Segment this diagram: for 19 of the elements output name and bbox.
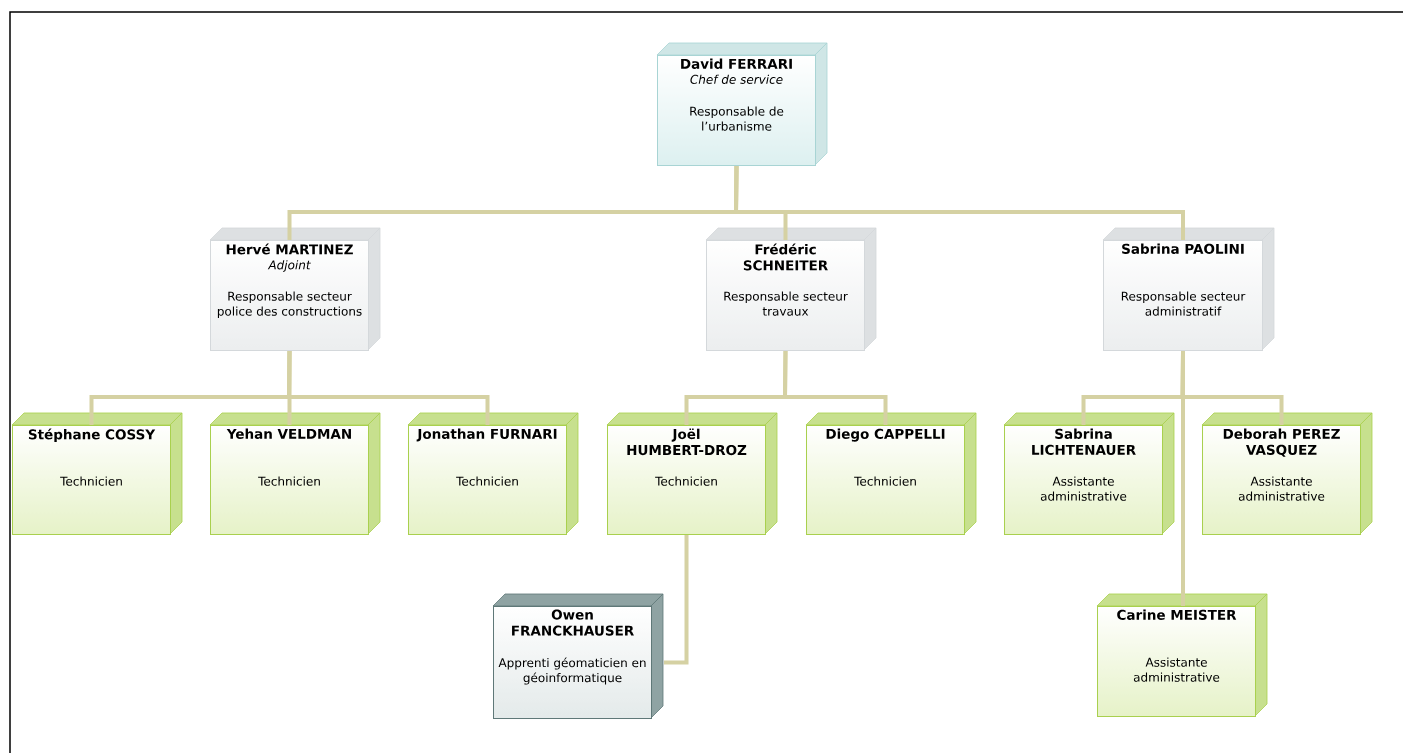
box: Sabrina PAOLINI Responsable secteur administratif xyxy=(1102,227,1275,351)
box: Hervé MARTINEZ Adjoint Responsable secteur police des constructions xyxy=(209,227,381,351)
box: Joël HUMBERT-DROZ Technicien xyxy=(606,412,778,535)
box: Stéphane COSSY Technicien xyxy=(11,412,183,535)
box: Deborah PEREZ VASQUEZ Assistante administrative xyxy=(1201,412,1373,535)
box: Sabrina LICHTENAUER Assistante administrative xyxy=(1003,412,1175,535)
box: Carine MEISTER Assistante administrative xyxy=(1096,593,1268,717)
box: Frédéric SCHNEITER Responsable secteur travaux xyxy=(705,227,877,351)
box: David FERRARI Chef de service Responsable de l’urbanisme xyxy=(656,42,828,166)
box: Diego CAPPELLI Technicien xyxy=(805,412,977,535)
connector-line xyxy=(783,350,888,425)
box: Owen FRANCKHAUSER Apprenti géomaticien en géoinformatique xyxy=(492,593,664,719)
connector-line xyxy=(1181,351,1185,606)
box: Jonathan FURNARI Technicien xyxy=(407,412,579,535)
box: Yehan VELDMAN Technicien xyxy=(209,412,381,535)
connector-line xyxy=(287,350,490,425)
connector-line xyxy=(664,535,689,665)
connector-line xyxy=(287,351,292,425)
connector-line xyxy=(734,165,1185,240)
